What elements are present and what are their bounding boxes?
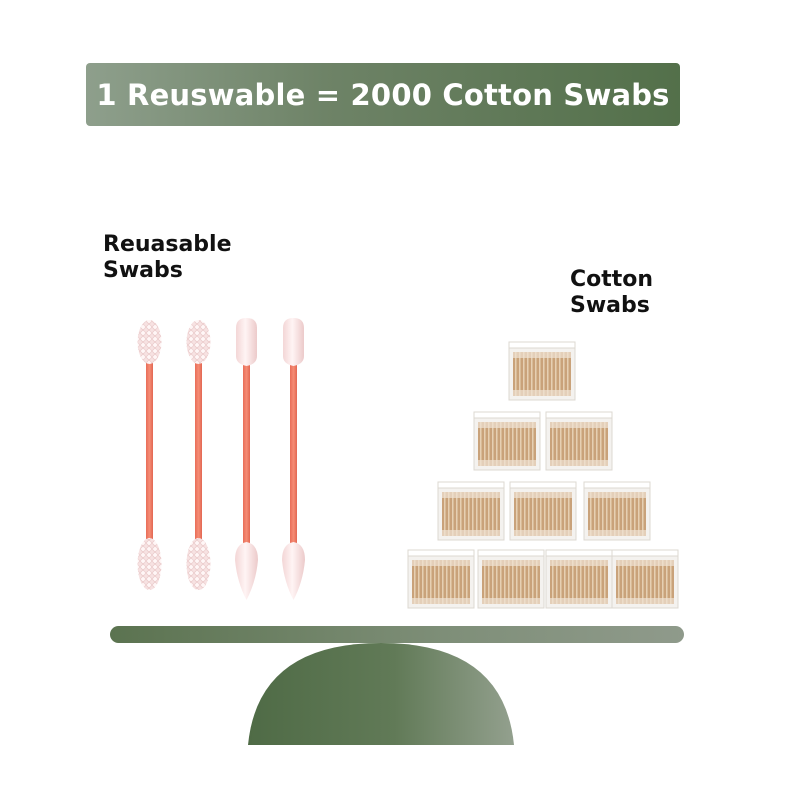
cotton-swabs-label: Cotton Swabs	[570, 267, 653, 319]
cotton-box	[437, 481, 505, 541]
cotton-swab-boxes-pyramid	[407, 341, 679, 609]
headline-banner: 1 Reuswable = 2000 Cotton Swabs	[86, 63, 680, 126]
scale-fulcrum	[248, 643, 514, 745]
reusable-swab-smooth-2	[282, 318, 305, 600]
headline-text: 1 Reuswable = 2000 Cotton Swabs	[96, 77, 670, 112]
reusable-label-line1: Reuasable	[103, 232, 232, 257]
reusable-swab-smooth-1	[235, 318, 258, 600]
cotton-box	[545, 549, 613, 609]
cotton-box	[583, 481, 651, 541]
cotton-box	[477, 549, 545, 609]
cotton-label-line2: Swabs	[570, 293, 650, 318]
reusable-swabs-label: Reuasable Swabs	[103, 232, 232, 284]
cotton-box	[508, 341, 576, 401]
reusable-swab-textured-1	[137, 320, 162, 590]
cotton-label-line1: Cotton	[570, 267, 654, 292]
reusable-label-line2: Swabs	[103, 258, 183, 283]
cotton-box	[473, 411, 541, 471]
cotton-box	[509, 481, 577, 541]
cotton-box	[545, 411, 613, 471]
scale-beam	[110, 626, 684, 643]
cotton-box	[407, 549, 475, 609]
reusable-swab-textured-2	[186, 320, 211, 590]
cotton-box	[611, 549, 679, 609]
reusable-swabs-illustration	[137, 318, 305, 600]
